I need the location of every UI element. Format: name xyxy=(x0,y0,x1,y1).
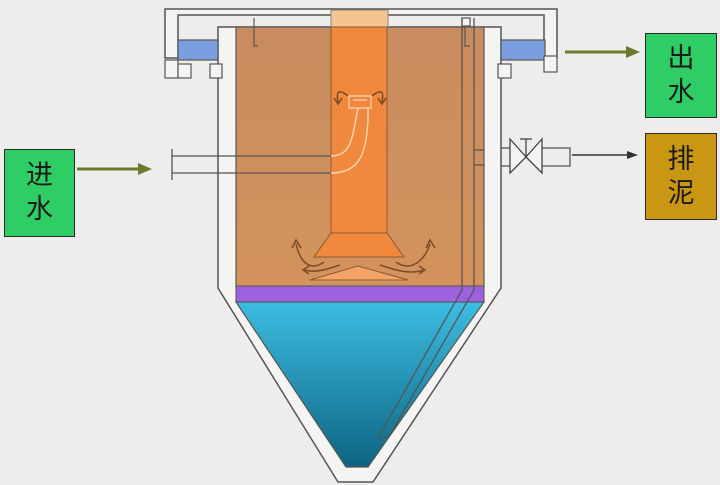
sludge-valve-icon xyxy=(509,137,543,175)
inlet-nozzle xyxy=(348,95,372,109)
sludge-label-line1: 排 xyxy=(667,143,695,175)
center-feed-pipe xyxy=(330,9,389,28)
center-pipe-column xyxy=(330,26,388,234)
inlet-label-line2: 水 xyxy=(26,194,53,225)
outlet-arrow xyxy=(565,46,640,58)
inlet-arrow xyxy=(77,163,152,175)
left-overflow-weir xyxy=(164,39,223,79)
sludge-arrow xyxy=(572,151,638,159)
sludge-hopper-cone xyxy=(234,301,486,468)
right-overflow-weir xyxy=(497,39,558,79)
inlet-pipe xyxy=(171,149,331,180)
sludge-blanket-layer xyxy=(235,285,485,303)
sludge-label-box: 排 泥 xyxy=(645,133,717,220)
outlet-label-box: 出 水 xyxy=(645,33,717,118)
center-pipe-bell-mouth xyxy=(313,232,405,258)
outlet-label-line2: 水 xyxy=(667,76,695,108)
outlet-label-line1: 出 xyxy=(667,42,695,74)
inlet-label-box: 进 水 xyxy=(4,149,75,237)
overflow-pipe-frame xyxy=(164,8,558,59)
reflector-plate xyxy=(309,265,409,281)
inlet-pipe-bend xyxy=(330,107,369,174)
sludge-label-line2: 泥 xyxy=(667,177,695,209)
sludge-discharge-pipe xyxy=(377,18,484,439)
inlet-label-line1: 进 xyxy=(26,160,53,191)
internal-flow-arrows xyxy=(291,91,436,275)
